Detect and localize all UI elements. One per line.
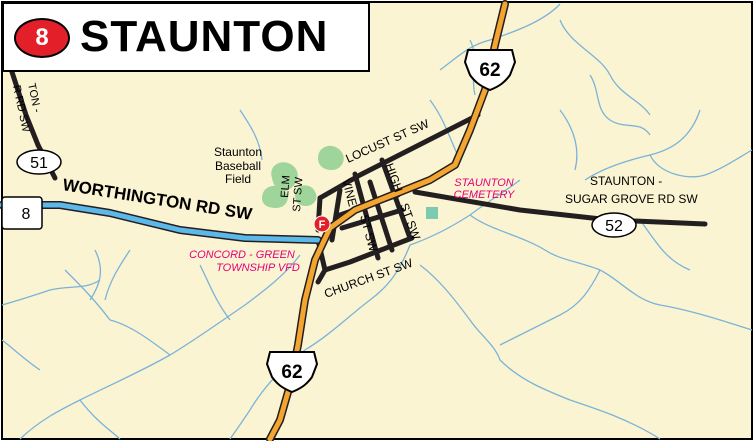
streams: [1, 3, 753, 440]
road-vine: [352, 171, 381, 261]
map-number: 8: [35, 24, 49, 51]
sr52-shield-label: 52: [605, 218, 623, 235]
map-title-box: 8 STAUNTON: [2, 2, 370, 72]
road-grid-2: [339, 207, 405, 231]
fire-station-marker: F: [313, 215, 331, 233]
label-baseball-3: Field: [225, 172, 251, 186]
us62-shield-bottom-label: 62: [281, 362, 302, 383]
baseball-field: [262, 145, 344, 208]
us62-shield-top-label: 62: [479, 60, 500, 81]
label-elm-2: ST SW: [291, 176, 305, 212]
stream: [639, 219, 691, 271]
road-church-2: [315, 267, 328, 285]
sr51-shield-label: 51: [30, 155, 48, 172]
stream: [559, 19, 651, 116]
sr51-shield: 51: [16, 149, 62, 175]
stream: [419, 264, 501, 361]
sr8-shield-label: 8: [22, 206, 31, 223]
label-fire-1: CONCORD - GREEN: [189, 249, 295, 261]
cemetery-marker: [426, 207, 438, 219]
road-grid-4: [367, 179, 395, 253]
stream: [104, 249, 131, 301]
stream: [409, 179, 521, 246]
stream: [89, 249, 102, 301]
label-cemetery-1: STAUNTON: [454, 177, 514, 189]
us62-shield-bottom: 62: [265, 351, 319, 394]
label-baseball-1: Staunton: [214, 145, 262, 159]
road-locust: [317, 112, 481, 201]
stream: [499, 269, 601, 346]
stream: [1, 279, 101, 306]
stream: [589, 74, 651, 136]
label-sugar-grove-1: STAUNTON -: [590, 174, 662, 188]
stream: [469, 214, 601, 271]
label-fire-2: TOWNSHIP VFD: [216, 262, 300, 274]
stream: [64, 269, 111, 321]
stream: [599, 269, 753, 331]
label-baseball-2: Baseball: [215, 159, 261, 173]
stream: [559, 109, 578, 171]
sr52-shield: 52: [591, 212, 637, 238]
road-grid-3: [329, 187, 343, 243]
stream: [304, 244, 411, 351]
us62-shield-top: 62: [463, 49, 517, 92]
road-high: [379, 157, 413, 241]
road-worthington-west: [9, 69, 41, 148]
label-cemetery-2: CEMETERY: [454, 189, 515, 201]
stream: [239, 109, 263, 161]
road-sr8-fill: [0, 202, 321, 243]
stream: [199, 264, 231, 321]
stream: [649, 149, 753, 178]
stream: [109, 319, 171, 356]
label-sugar-grove-2: SUGAR GROVE RD SW: [565, 192, 698, 206]
stream: [439, 3, 561, 71]
map-number-badge: 8: [14, 18, 70, 58]
road-sugar-grove: [412, 189, 708, 227]
sr8-shield: 8: [1, 196, 43, 230]
fire-marker-letter: F: [319, 219, 326, 231]
map-title: STAUNTON: [80, 12, 329, 61]
stream: [499, 359, 661, 440]
label-elm-1: ELM: [279, 175, 293, 198]
stream: [79, 399, 121, 440]
stream: [1, 339, 41, 371]
